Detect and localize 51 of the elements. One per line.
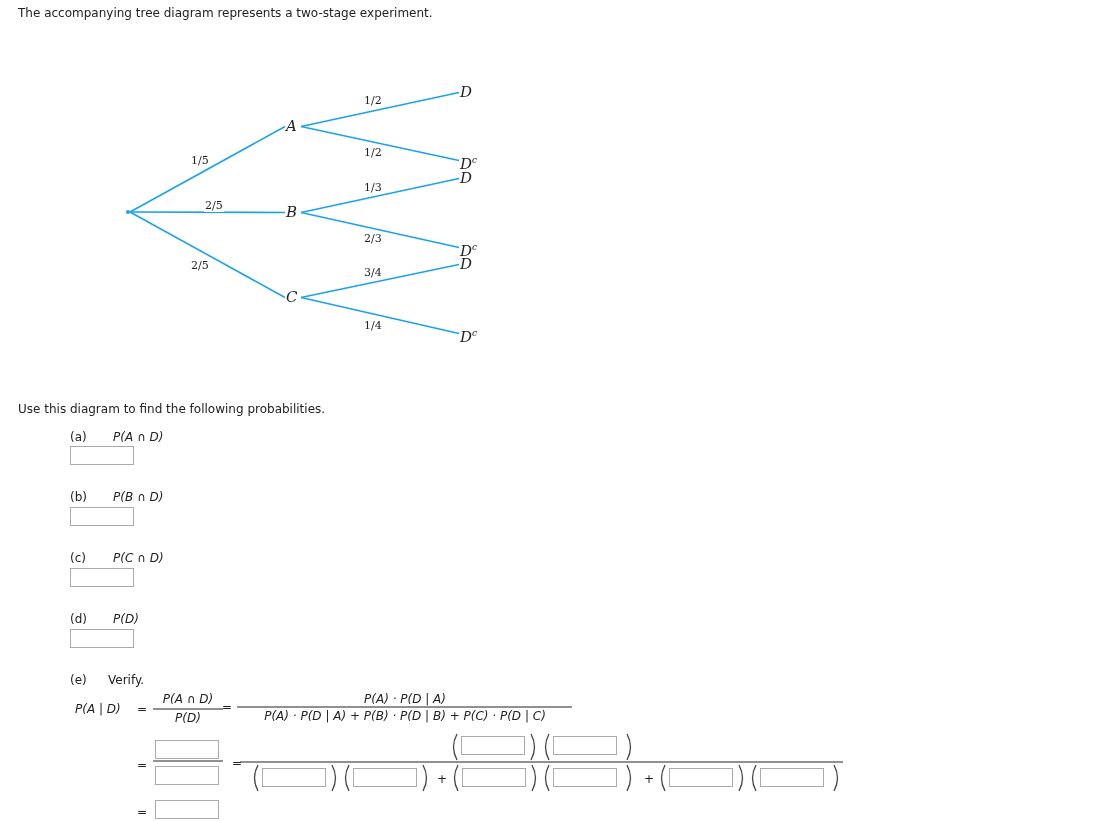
equals-sign: =: [137, 758, 148, 772]
tree-branch: [300, 177, 460, 214]
part-label: (a): [70, 430, 87, 444]
math-expression: P(C ∩ D): [113, 551, 164, 565]
outcome-label: D: [460, 170, 473, 187]
math-expression: P(A ∩ D): [113, 430, 164, 444]
equals-sign: =: [222, 700, 233, 714]
edge-label: 1/2: [363, 94, 383, 107]
fraction-denominator: P(A) · P(D | A) + P(B) · P(D | B) + P(C) · P(D | C): [264, 709, 546, 723]
part-label: (b): [70, 490, 87, 504]
outcome-label: D: [460, 256, 473, 273]
fraction-denominator: P(D): [175, 711, 201, 725]
equals-sign: =: [232, 756, 243, 770]
part-label: (c): [70, 551, 86, 565]
fraction-numerator: P(A ∩ D): [162, 692, 214, 706]
plus-sign: +: [437, 772, 448, 786]
plus-sign: +: [644, 772, 655, 786]
outcome-label: D$^{c}$: [460, 152, 478, 173]
outcome-label: C: [286, 289, 298, 306]
instruction-text: The accompanying tree diagram represents a two-stage experiment.: [18, 6, 433, 20]
instruction-text: Verify.: [108, 673, 145, 687]
equals-sign: =: [137, 805, 148, 819]
edge-label: 1/5: [190, 154, 210, 167]
tree-branch: [300, 91, 460, 128]
edge-label: 1/4: [363, 319, 383, 332]
part-label: (e): [70, 673, 87, 687]
tree-branch: [129, 211, 286, 299]
tree-branch: [300, 263, 460, 299]
outcome-label: D: [460, 84, 473, 101]
edge-label: 2/5: [190, 259, 210, 272]
tree-branch: [300, 296, 460, 335]
tree-branch: [129, 125, 286, 213]
part-label: (d): [70, 612, 87, 626]
outcome-label: B: [286, 204, 298, 221]
tree-branch: [129, 211, 286, 214]
outcome-label: A: [286, 118, 297, 135]
edge-label: 2/5: [204, 199, 224, 212]
tree-branch: [300, 211, 460, 249]
edge-label: 3/4: [363, 266, 383, 279]
outcome-label: D$^{c}$: [460, 325, 478, 346]
edge-label: 1/2: [363, 146, 383, 159]
edge-label: 2/3: [363, 232, 383, 245]
instruction-text: Use this diagram to find the following probabilities.: [18, 402, 326, 416]
equals-sign: =: [137, 702, 148, 716]
math-expression: P(D): [113, 612, 139, 626]
branch-point: [126, 210, 130, 214]
math-expression: P(A | D): [75, 702, 121, 716]
math-expression: P(B ∩ D): [113, 490, 164, 504]
fraction-numerator: P(A) · P(D | A): [364, 692, 446, 706]
edge-label: 1/3: [363, 181, 383, 194]
tree-branch: [300, 125, 460, 162]
